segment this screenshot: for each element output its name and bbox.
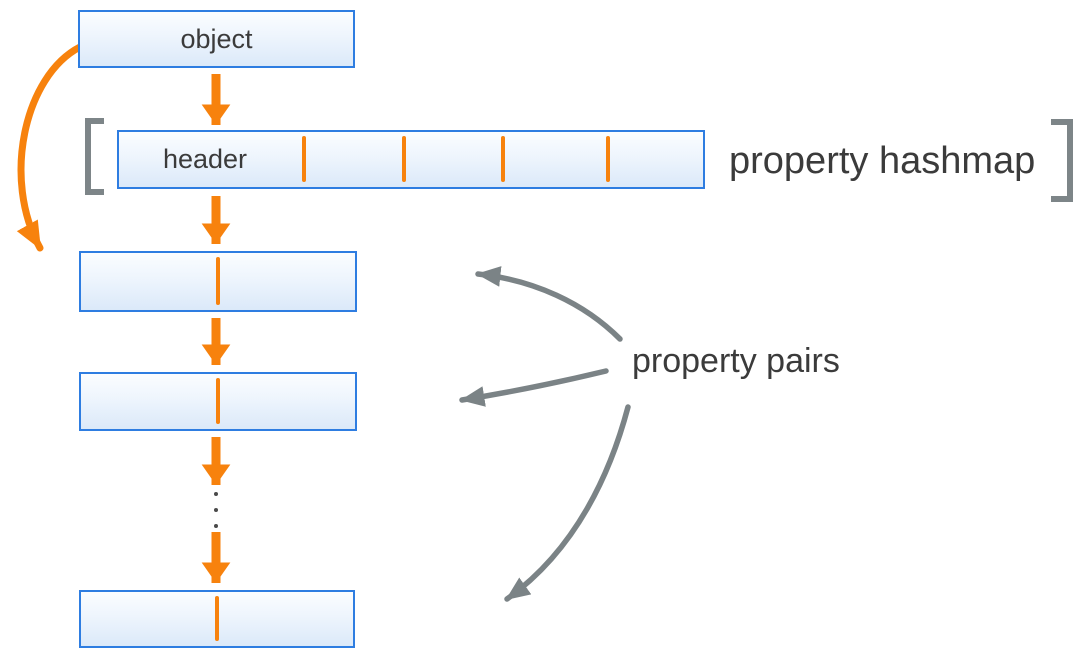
pointer-arrow-to-pair1: [475, 266, 623, 342]
slot-divider: [402, 136, 406, 182]
ellipsis-dot: [214, 492, 218, 496]
pair-divider: [216, 257, 220, 305]
slot-divider: [501, 136, 505, 182]
pair-divider: [215, 596, 219, 641]
hashmap-node: header: [117, 130, 705, 189]
ellipsis-dots: [214, 492, 218, 528]
pointer-arrow-to-pair2: [459, 368, 609, 407]
pairs-annotation: property pairs: [632, 342, 840, 380]
curved-arrow-object-to-first-pair: [16, 43, 84, 252]
ellipsis-dot: [214, 524, 218, 528]
ellipsis-dot: [214, 508, 218, 512]
header-label: header: [162, 144, 248, 174]
hashmap-annotation: property hashmap: [729, 140, 1036, 182]
pointer-arrow-to-pair3: [504, 404, 631, 602]
property-pair-node-3: [79, 590, 355, 648]
slot-divider: [302, 136, 306, 182]
property-pair-node-2: [79, 372, 357, 431]
object-label: object: [180, 23, 253, 54]
pair-divider: [216, 378, 220, 424]
slot-divider: [606, 136, 610, 182]
left-bracket: [85, 118, 104, 195]
property-pair-node-1: [79, 251, 357, 312]
object-node: object: [78, 10, 355, 68]
right-bracket: [1051, 119, 1073, 202]
